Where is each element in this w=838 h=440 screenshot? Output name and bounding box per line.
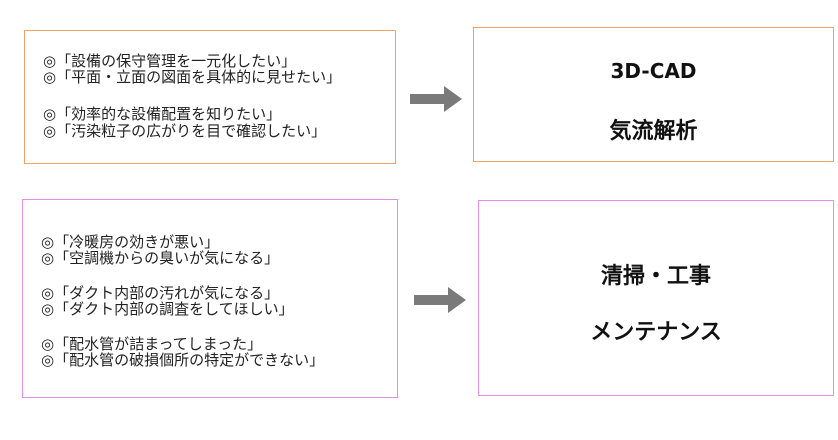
right-arrow-icon	[410, 86, 462, 112]
need-item: ◎「冷暖房の効きが悪い」	[41, 233, 220, 251]
need-item: ◎「配水管が詰まってしまった」	[41, 335, 263, 353]
right-arrow-icon	[414, 287, 466, 313]
need-item: ◎「空調機からの臭いが気になる」	[41, 249, 280, 267]
service-label-airflow: 気流解析	[609, 119, 698, 144]
need-item: ◎「平面・立面の図面を具体的に見せたい」	[43, 68, 342, 86]
service-box-maintenance: 清掃・工事 メンテナンス	[478, 200, 834, 396]
need-item: ◎「ダクト内部の汚れが気になる」	[41, 284, 280, 302]
need-item: ◎「設備の保守管理を一元化したい」	[43, 52, 297, 70]
need-item: ◎「効率的な設備配置を知りたい」	[43, 105, 282, 123]
service-label-cleaning: 清掃・工事	[600, 264, 711, 289]
needs-box-design: ◎「設備の保守管理を一元化したい」 ◎「平面・立面の図面を具体的に見せたい」 ◎…	[24, 30, 396, 164]
service-label-maintenance: メンテナンス	[590, 320, 722, 345]
service-box-design: 3D-CAD 気流解析	[473, 27, 834, 162]
needs-box-maintenance: ◎「冷暖房の効きが悪い」 ◎「空調機からの臭いが気になる」 ◎「ダクト内部の汚れ…	[22, 199, 398, 398]
service-label-3dcad: 3D-CAD	[610, 59, 697, 83]
need-item: ◎「ダクト内部の調査をしてほしい」	[41, 300, 294, 318]
need-item: ◎「配水管の破損個所の特定ができない」	[41, 351, 325, 369]
need-item: ◎「汚染粒子の広がりを目で確認したい」	[43, 122, 327, 140]
